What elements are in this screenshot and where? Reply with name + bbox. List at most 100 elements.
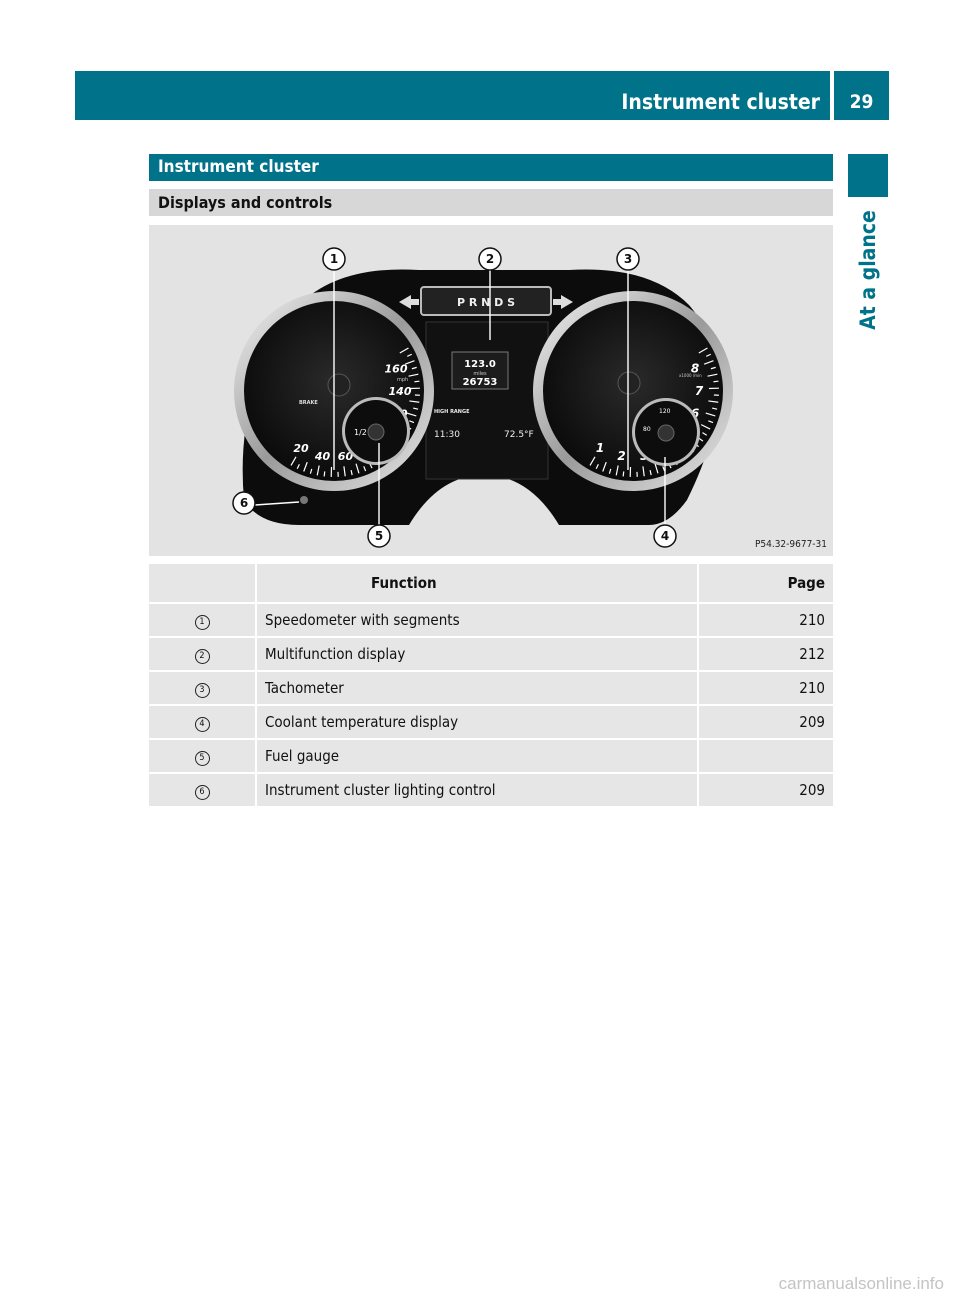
dial-tick (406, 353, 412, 357)
callout-number-icon: 4 (194, 717, 210, 732)
row-number-cell: 4 (149, 705, 257, 740)
dial-tick (705, 412, 716, 417)
header-function: Function (256, 564, 699, 604)
callout-number: 5 (375, 529, 383, 543)
mfd-screen (425, 321, 549, 480)
dial-tick (303, 461, 308, 472)
callout-lines (254, 270, 666, 525)
mfd-mode: HIGH RANGE (434, 409, 470, 415)
callout-marker (232, 491, 256, 515)
dial-tick (608, 468, 612, 474)
dial-tick (708, 420, 714, 424)
callout-number-icon: 2 (194, 649, 210, 664)
dial-tick (713, 380, 719, 383)
gear-indicator-text: P R N D S (457, 296, 515, 309)
instrument-cluster-figure: 123.0 miles 26753 HIGH RANGE 11:30 72.5°… (149, 225, 833, 556)
dial-tick (589, 456, 596, 466)
lighting-control-button (300, 496, 308, 504)
row-number-cell: 6 (149, 773, 257, 808)
row-function: Fuel gauge (256, 739, 699, 774)
dial-tick (350, 470, 353, 476)
watermark: carmanualsonline.info (778, 1274, 944, 1293)
dial-label: 1 (596, 441, 604, 455)
table-row: 5 Fuel gauge (149, 739, 833, 774)
dial-tick (296, 463, 300, 469)
fuel-half-mark: 1/2 (354, 428, 367, 437)
header-page: Page (698, 564, 833, 604)
dial-tick (602, 461, 607, 472)
callout-marker (653, 524, 677, 548)
mfd-odometer: 26753 (463, 377, 498, 388)
dial-tick (615, 465, 619, 476)
table-header-row: Function Page (149, 564, 833, 604)
mfd-unit: miles (473, 371, 487, 377)
dial-tick (708, 400, 719, 403)
turn-signal-right-icon (553, 295, 573, 309)
dial-tick (406, 412, 417, 417)
callout-number: 2 (486, 252, 494, 266)
dial-tick (707, 373, 718, 377)
row-function: Multifunction display (256, 637, 699, 672)
brake-label: BRAKE (299, 400, 318, 406)
callout-marker (616, 247, 640, 271)
mfd-time: 11:30 (434, 430, 460, 440)
callout-number-icon: 3 (194, 683, 210, 698)
dial-tick (595, 463, 599, 469)
turn-signal-left-icon (399, 295, 419, 309)
dial-label: 140 (389, 385, 412, 398)
dial-label: 40 (314, 450, 331, 463)
row-function: Instrument cluster lighting control (256, 773, 699, 808)
speed-unit: mph (397, 377, 408, 383)
row-page: 210 (698, 603, 833, 638)
row-page: 210 (698, 671, 833, 706)
dial-tick (408, 373, 419, 377)
dial-label: 7 (695, 384, 704, 398)
coolant-80-mark: 80 (643, 426, 651, 433)
callout-marker (367, 524, 391, 548)
dial-tick (343, 466, 346, 477)
row-page (698, 739, 833, 774)
dial-tick (710, 366, 716, 370)
callout-number: 6 (240, 496, 248, 510)
dial-tick (700, 424, 711, 430)
dial-tick (409, 400, 420, 403)
header-title: Instrument cluster (621, 90, 820, 114)
tach-unit: x1000 /min (679, 373, 702, 378)
callout-number-icon: 1 (194, 615, 210, 630)
row-page: 209 (698, 773, 833, 808)
dial-tick (309, 468, 313, 474)
dial-tick (409, 420, 415, 424)
header-number (149, 564, 257, 604)
dial-label: 20 (293, 442, 309, 455)
callout-number-icon: 6 (194, 785, 210, 800)
dial-tick (290, 456, 297, 466)
dial-label: 160 (385, 362, 408, 375)
mfd-trip: 123.0 (464, 359, 496, 370)
dial-tick (413, 407, 419, 410)
dial-label: 2 (617, 449, 625, 463)
side-tab-marker (848, 154, 888, 197)
dial-label: 6 (691, 407, 699, 421)
page-number: 29 (849, 91, 874, 113)
coolant-120-mark: 120 (659, 408, 671, 415)
row-number-cell: 1 (149, 603, 257, 638)
dial-tick (355, 463, 360, 474)
figure-code: P54.32-9677-31 (754, 539, 827, 550)
subsection-title: Displays and controls (158, 193, 333, 212)
callout-number: 4 (661, 529, 669, 543)
dial-tick (702, 432, 708, 436)
callout-number-icon: 5 (194, 751, 210, 766)
gear-indicator-frame (420, 286, 552, 316)
dial-tick (705, 353, 711, 357)
row-page: 212 (698, 637, 833, 672)
callout-marker (322, 247, 346, 271)
dial-tick (622, 471, 625, 477)
dial-tick (411, 366, 417, 370)
page-number-box (834, 71, 889, 120)
dial-tick (712, 407, 718, 410)
